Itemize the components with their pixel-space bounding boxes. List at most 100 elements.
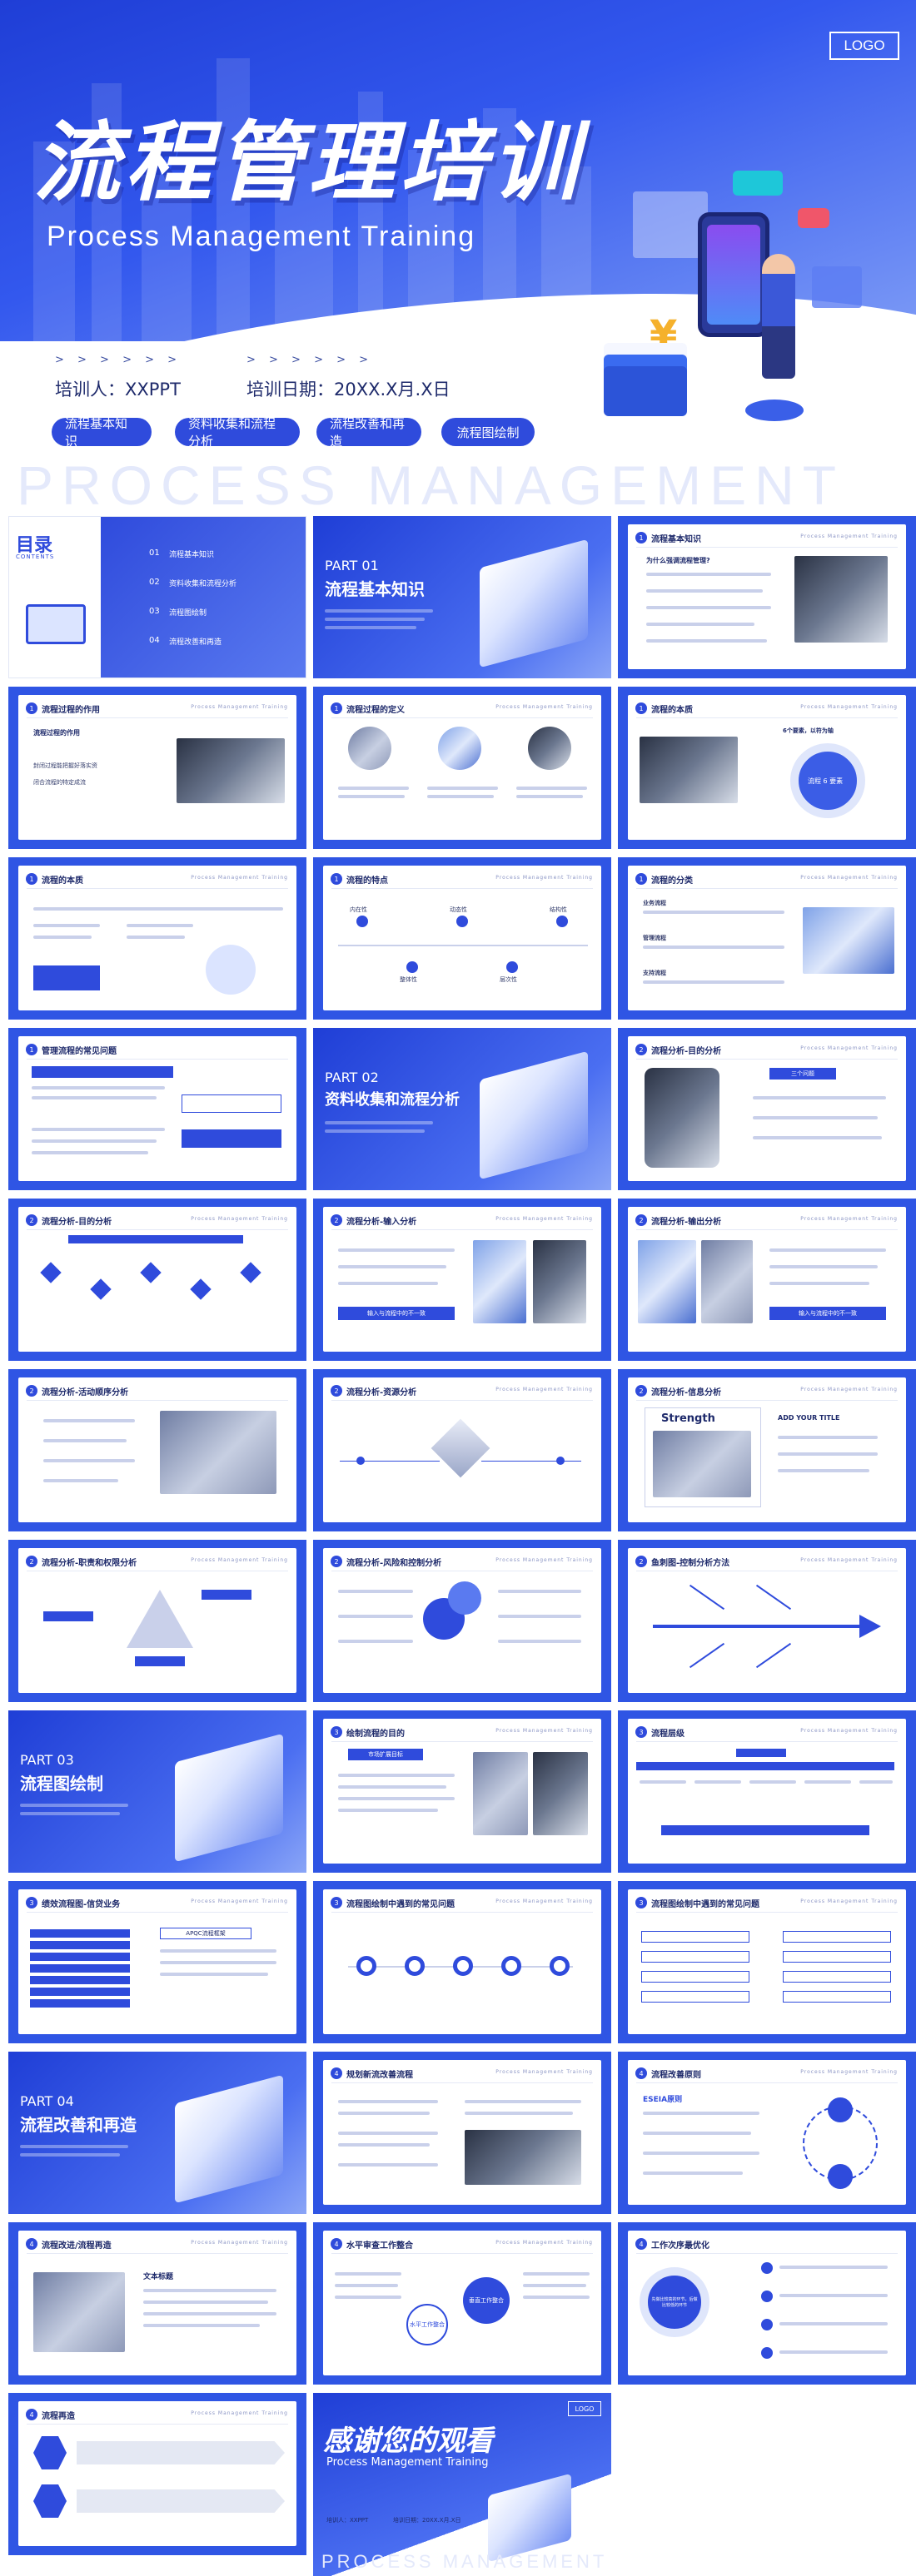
slide-title: 流程层级 xyxy=(651,1730,685,1739)
slide-title: 流程改进/流程再造 xyxy=(42,2241,112,2251)
header-right: Process Management Training xyxy=(191,704,288,710)
toc-subtitle: CONTENTS xyxy=(16,553,55,560)
round-photo xyxy=(528,727,571,770)
slide-process-definition: 1 流程过程的定义 Process Management Training xyxy=(313,687,611,849)
laptop-photo xyxy=(33,2272,125,2352)
empty-area xyxy=(618,2401,916,2576)
slide-process-reengineering: 4 流程再造 Process Management Training xyxy=(8,2393,306,2555)
pill-flowchart: 流程图绘制 xyxy=(441,418,535,446)
slide-heading: 6个要素，以符为轴 xyxy=(783,727,834,734)
slide-title: 绩效流程图-信贷业务 xyxy=(42,1900,121,1909)
slide-title: 流程过程的作用 xyxy=(42,706,100,715)
bullet-text: 封闭过程能把握好落实资 xyxy=(33,762,97,769)
office-photo xyxy=(701,1240,753,1323)
slide-title: 流程基本知识 xyxy=(651,535,701,544)
header-right: Process Management Training xyxy=(191,1557,288,1563)
slide-title: 流程分析-信息分析 xyxy=(651,1388,722,1397)
slide-work-order: 4 工作次序最优化 先做比较高的环节，后做比较低的环节 xyxy=(618,2222,916,2385)
header-right: Process Management Training xyxy=(191,875,288,881)
slide-process-role: 1 流程过程的作用 Process Management Training 流程… xyxy=(8,687,306,849)
date-text: 培训日期：20XX.X月.X日 xyxy=(246,380,451,400)
hero-title: 流程管理培训 xyxy=(33,112,584,213)
toc-panel xyxy=(101,517,306,678)
header-right: Process Management Training xyxy=(495,1898,593,1904)
header-right: Process Management Training xyxy=(495,1728,593,1734)
tag-label: 输入与流程中的不一致 xyxy=(769,1307,886,1320)
slide-new-process: 4 规划新流改善流程 Process Management Training xyxy=(313,2052,611,2214)
cube-icon xyxy=(140,1262,162,1283)
isometric-illustration xyxy=(175,2074,283,2204)
slide-responsibility-analysis: 2 流程分析-职责和权限分析 Process Management Traini… xyxy=(8,1540,306,1702)
toc-item-num: 01 xyxy=(149,548,160,558)
toc-item-label: 流程基本知识 xyxy=(169,551,215,559)
meeting-photo xyxy=(465,2130,581,2185)
logo-box: LOGO xyxy=(829,32,899,60)
header-right: Process Management Training xyxy=(800,875,898,881)
slide-output-analysis: 2 流程分析-输出分析 Process Management Training … xyxy=(618,1199,916,1361)
category-label: 管理流程 xyxy=(643,935,666,941)
feature-label: 整体性 xyxy=(400,976,417,983)
closing-subtitle: Process Management Training xyxy=(326,2456,489,2469)
slide-title: 流程分析-目的分析 xyxy=(42,1218,112,1227)
vertical-circle: 垂直工作整合 xyxy=(463,2277,510,2324)
part-title: 流程基本知识 xyxy=(325,579,425,599)
triangle-diagram xyxy=(127,1590,193,1648)
slide-heading: ESEIA原则 xyxy=(643,2096,683,2104)
header-right: Process Management Training xyxy=(191,2240,288,2246)
slide-title: 绘制流程的目的 xyxy=(346,1730,405,1739)
header-right: Process Management Training xyxy=(191,1898,288,1904)
office-photo xyxy=(533,1240,586,1323)
round-photo xyxy=(438,727,481,770)
part-label: PART 04 xyxy=(20,2093,74,2109)
office-photo xyxy=(794,556,888,643)
office-photo xyxy=(533,1752,588,1835)
header-right: Process Management Training xyxy=(495,704,593,710)
office-photo xyxy=(473,1752,528,1835)
header-right: Process Management Training xyxy=(800,1898,898,1904)
laptop-illustration xyxy=(26,604,86,644)
slide-credit-flowchart: 3 绩效流程图-信贷业务 Process Management Training… xyxy=(8,1881,306,2043)
header-right: Process Management Training xyxy=(495,1557,593,1563)
slide-question: 为什么强调流程管理? xyxy=(646,557,710,564)
slide-title: 流程过程的定义 xyxy=(346,706,405,715)
platform-illustration xyxy=(745,400,804,421)
slide-title: 工作次序最优化 xyxy=(651,2241,709,2251)
diamond-photo xyxy=(431,1418,490,1478)
header-right: Process Management Training xyxy=(191,2410,288,2416)
category-label: 业务流程 xyxy=(643,900,666,906)
slide-closing: LOGO 感谢您的观看 Process Management Training … xyxy=(313,2393,611,2576)
feature-label: 结构性 xyxy=(550,906,567,913)
round-photo xyxy=(348,727,391,770)
bullet-text: 闭合流程的特定成流 xyxy=(33,779,86,786)
header-right: Process Management Training xyxy=(495,2240,593,2246)
isometric-illustration xyxy=(175,1733,283,1863)
yen-coin-icon: ¥ xyxy=(650,312,678,359)
slide-fishbone: 2 鱼刺图-控制分析方法 Process Management Training xyxy=(618,1540,916,1702)
slide-title: 流程分析-风险和控制分析 xyxy=(346,1559,442,1568)
isometric-illustration xyxy=(480,539,588,668)
strength-label: Strength xyxy=(661,1412,715,1425)
header-right: Process Management Training xyxy=(800,2069,898,2075)
part-title: 流程图绘制 xyxy=(20,1774,103,1794)
horizontal-circle: 水平工作整合 xyxy=(406,2304,448,2345)
part-label: PART 02 xyxy=(325,1070,379,1085)
pill-improvement: 流程改善和再造 xyxy=(316,416,421,449)
fishbone-head xyxy=(859,1615,881,1638)
header-right: Process Management Training xyxy=(495,875,593,881)
header-right: Process Management Training xyxy=(495,1387,593,1392)
slide-title: 鱼刺图-控制分析方法 xyxy=(651,1559,730,1568)
isometric-illustration xyxy=(480,1050,588,1180)
phone-photo xyxy=(640,737,738,803)
laptop-photo xyxy=(803,907,894,974)
closing-trainer: 培训人：XXPPT xyxy=(326,2517,369,2524)
header-right: Process Management Training xyxy=(800,1387,898,1392)
header-right: Process Management Training xyxy=(800,1557,898,1563)
part-title: 资料收集和流程分析 xyxy=(325,1091,460,1109)
header-right: Process Management Training xyxy=(191,1216,288,1222)
toc-item-num: 04 xyxy=(149,636,160,645)
part-label: PART 01 xyxy=(325,558,379,573)
slide-process-features: 1 流程的特点 Process Management Training 内在性 … xyxy=(313,857,611,1020)
skyline-building xyxy=(33,141,75,341)
feature-label: 内在性 xyxy=(350,906,367,913)
slide-title: 规划新流改善流程 xyxy=(346,2071,413,2080)
